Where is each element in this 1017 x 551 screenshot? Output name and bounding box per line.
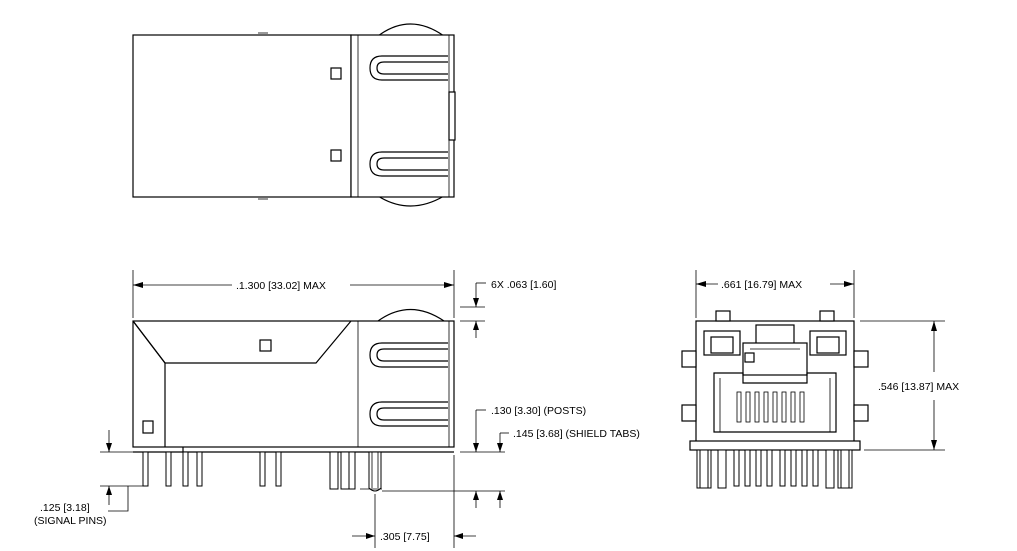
signal-pin-leader (108, 486, 129, 512)
dimension-labels: .1.300 [33.02] MAX 6X .063 [1.60] .130 [… (34, 279, 959, 543)
side-view (132, 309, 455, 492)
post-length-label: .130 [3.30] (POSTS) (491, 405, 586, 417)
front-view (681, 310, 869, 489)
dimension-lines (100, 270, 945, 548)
overall-length-label: .1.300 [33.02] MAX (236, 280, 326, 292)
overall-height-label: .546 [13.87] MAX (878, 381, 959, 393)
signal-pin-length-label: .125 [3.18] (40, 502, 90, 514)
overall-width-label: .661 [16.79] MAX (721, 279, 802, 291)
post-offset-label: .305 [7.75] (380, 531, 430, 543)
top-view (132, 23, 456, 207)
shield-tab-length-label: .145 [3.68] (SHIELD TABS) (513, 428, 640, 440)
signal-pin-note: (SIGNAL PINS) (34, 515, 107, 527)
shield-tab-width-label: 6X .063 [1.60] (491, 279, 556, 291)
